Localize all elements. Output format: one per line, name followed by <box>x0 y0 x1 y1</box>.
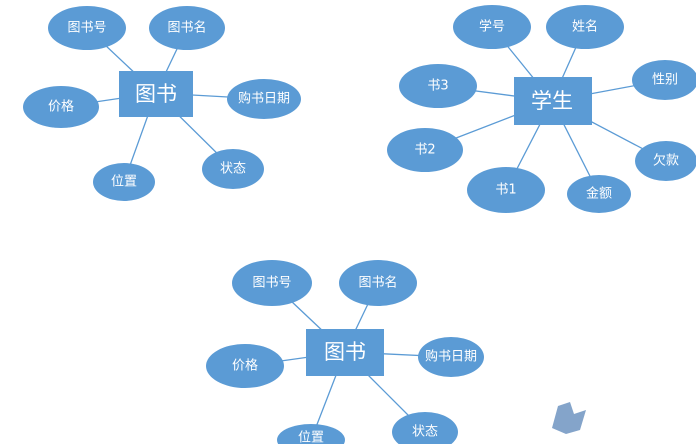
attribute-amount: 金额 <box>567 175 631 213</box>
attribute-ellipse <box>399 64 477 108</box>
attribute-ellipse <box>567 175 631 213</box>
entity-box <box>514 77 592 125</box>
attribute-ellipse <box>467 167 545 213</box>
attribute-ellipse <box>232 260 312 306</box>
attribute-ellipse <box>206 344 284 388</box>
attribute-book-name: 图书名 <box>339 260 417 306</box>
entity-box <box>119 71 193 117</box>
attribute-ellipse <box>546 5 624 49</box>
attribute-label: 图书号 <box>252 276 291 291</box>
attribute-ellipse <box>632 60 696 100</box>
attribute-ellipse <box>277 424 345 444</box>
attribute-status: 状态 <box>202 149 264 189</box>
attribute-label: 书3 <box>427 79 448 94</box>
attribute-label: 状态 <box>412 425 438 440</box>
attribute-label: 图书名 <box>167 20 206 36</box>
entity-box <box>306 329 384 376</box>
watermark-logo-icon <box>552 402 586 434</box>
attribute-ellipse <box>149 6 225 50</box>
attribute-label: 欠款 <box>653 153 679 169</box>
attribute-label: 位置 <box>111 175 137 190</box>
attribute-book-number: 图书号 <box>48 6 126 50</box>
attribute-label: 金额 <box>586 186 612 202</box>
attribute-book-1: 书1 <box>467 167 545 213</box>
attribute-label: 价格 <box>232 358 258 374</box>
er-diagram-book-1: 图书 图书号 图书名 购书日期 状态 位置 价格 <box>23 6 301 201</box>
entity-label: 学生 <box>531 89 573 113</box>
er-diagram-student: 学生 学号 姓名 性别 欠款 金额 书1 书2 <box>387 5 696 213</box>
attribute-purchase-date: 购书日期 <box>418 337 484 377</box>
attribute-ellipse <box>93 163 155 201</box>
attribute-arrears: 欠款 <box>635 141 696 181</box>
attribute-label: 性别 <box>652 73 678 88</box>
attribute-price: 价格 <box>23 86 99 128</box>
attribute-label: 购书日期 <box>238 91 290 107</box>
attribute-ellipse <box>387 128 463 172</box>
attribute-ellipse <box>635 141 696 181</box>
attribute-book-name: 图书名 <box>149 6 225 50</box>
attribute-location: 位置 <box>277 424 345 444</box>
attribute-status: 状态 <box>392 412 458 444</box>
attribute-purchase-date: 购书日期 <box>227 79 301 119</box>
watermark: 系统之家 <box>552 402 651 434</box>
entity-student: 学生 <box>514 77 592 125</box>
attribute-label: 学号 <box>479 19 505 35</box>
attribute-price: 价格 <box>206 344 284 388</box>
attribute-location: 位置 <box>93 163 155 201</box>
attribute-student-name: 姓名 <box>546 5 624 49</box>
attribute-student-id: 学号 <box>453 5 531 49</box>
attribute-label: 状态 <box>220 162 246 177</box>
attribute-ellipse <box>227 79 301 119</box>
attribute-book-2: 书2 <box>387 128 463 172</box>
er-diagram-book-2: 图书 图书号 图书名 购书日期 状态 位置 价格 <box>206 260 484 444</box>
attribute-ellipse <box>23 86 99 128</box>
entity-book: 图书 <box>306 329 384 376</box>
attribute-label: 购书日期 <box>425 349 477 365</box>
entity-label: 图书 <box>135 82 177 106</box>
watermark-text: 系统之家 <box>591 410 651 428</box>
attribute-ellipse <box>453 5 531 49</box>
attribute-book-3: 书3 <box>399 64 477 108</box>
entity-book: 图书 <box>119 71 193 117</box>
attribute-ellipse <box>418 337 484 377</box>
attribute-ellipse <box>48 6 126 50</box>
attribute-ellipse <box>392 412 458 444</box>
attribute-ellipse <box>339 260 417 306</box>
attribute-label: 价格 <box>48 99 74 115</box>
entity-label: 图书 <box>324 340 366 364</box>
attribute-gender: 性别 <box>632 60 696 100</box>
attribute-label: 书1 <box>495 183 516 198</box>
attribute-label: 姓名 <box>572 19 598 35</box>
attribute-book-number: 图书号 <box>232 260 312 306</box>
attribute-ellipse <box>202 149 264 189</box>
attribute-label: 图书号 <box>67 21 106 36</box>
attribute-label: 书2 <box>414 143 435 158</box>
attribute-label: 位置 <box>298 431 324 444</box>
attribute-label: 图书名 <box>358 275 397 291</box>
